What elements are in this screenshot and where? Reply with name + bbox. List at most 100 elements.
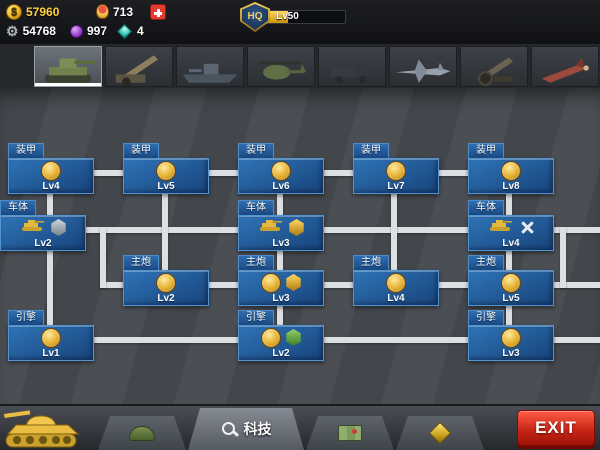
magnifier-icon	[221, 421, 238, 438]
tech-node-label: 装甲	[123, 143, 159, 158]
tech-node-label: 车体	[238, 200, 274, 215]
unit-tab-artillery[interactable]	[460, 46, 528, 87]
gold-amount: 57960	[26, 5, 60, 19]
gem-amount: 4	[137, 24, 144, 38]
medal-currency: 713	[96, 4, 133, 19]
tech-node-gun-lv5[interactable]: 主炮 Lv5	[468, 252, 554, 306]
tech-node-engine-lv1[interactable]: 引擎 Lv1	[8, 307, 94, 361]
unit-tab-helicopter[interactable]	[247, 46, 315, 87]
tech-node-gun-lv4[interactable]: 主炮 Lv4	[353, 252, 439, 306]
gem-currency: 4	[116, 23, 144, 39]
medal-icon	[96, 4, 109, 19]
tech-node-level: Lv5	[502, 293, 520, 304]
tech-node-armor-lv7[interactable]: 装甲 Lv7	[353, 140, 439, 194]
unit-tab-tank[interactable]	[34, 46, 102, 87]
swiss-flag-icon[interactable]	[150, 4, 166, 20]
orb-currency: 997	[70, 24, 107, 38]
tab-map[interactable]	[306, 416, 394, 450]
warship-icon	[182, 63, 238, 83]
tank-icon	[21, 220, 44, 231]
connector-line	[277, 170, 283, 343]
tech-node-label: 主炮	[468, 255, 504, 270]
tech-node-label: 引擎	[238, 310, 274, 325]
tech-node-level: Lv3	[272, 293, 290, 304]
tech-node-label: 装甲	[8, 143, 44, 158]
unit-tab-warship[interactable]	[176, 46, 244, 87]
tech-node-level: Lv2	[272, 348, 290, 359]
unit-tab-missile[interactable]	[531, 46, 599, 87]
medal-icon	[386, 161, 406, 181]
tech-node-gun-lv2[interactable]: 主炮 Lv2	[123, 252, 209, 306]
tech-node-label: 主炮	[123, 255, 159, 270]
tech-node-label: 车体	[468, 200, 504, 215]
tech-node-hull-lv3[interactable]: 车体 Lv3	[238, 197, 324, 251]
connector-line	[391, 170, 397, 288]
tab-army[interactable]	[98, 416, 186, 450]
tank-icon	[259, 220, 282, 231]
medal-amount: 713	[113, 4, 134, 19]
gear-icon: ⚙	[6, 23, 19, 39]
tab-technology[interactable]: 科技	[188, 408, 304, 450]
truck-icon	[330, 63, 369, 84]
unit-tab-fighter[interactable]	[389, 46, 457, 87]
crossed-tools-icon	[519, 219, 535, 236]
hexagon-emblem-icon	[286, 274, 301, 291]
tech-node-level: Lv4	[502, 238, 520, 249]
tech-node-level: Lv1	[42, 348, 60, 359]
connector-line	[162, 170, 168, 288]
tech-node-level: Lv4	[42, 181, 60, 192]
hq-level-widget[interactable]: Lv50 HQ	[240, 2, 360, 32]
unit-tab-howitzer[interactable]	[105, 46, 173, 87]
unit-tab-truck[interactable]	[318, 46, 386, 87]
hexagon-emblem-icon	[51, 219, 66, 236]
medal-icon	[260, 273, 281, 293]
tech-node-engine-lv2[interactable]: 引擎 Lv2	[238, 307, 324, 361]
tech-node-engine-lv3[interactable]: 引擎 Lv3	[468, 307, 554, 361]
tech-tree-area: 装甲 Lv4 装甲 Lv5 装甲 Lv6 装甲 Lv7 装甲 Lv8 车体	[0, 88, 600, 404]
tech-node-level: Lv3	[502, 348, 520, 359]
missile-icon	[541, 57, 589, 83]
tab-rewards[interactable]	[396, 416, 484, 450]
tech-node-hull-lv4[interactable]: 车体 Lv4	[468, 197, 554, 251]
orb-amount: 997	[87, 24, 108, 38]
tech-node-label: 车体	[0, 200, 36, 215]
tech-node-armor-lv8[interactable]: 装甲 Lv8	[468, 140, 554, 194]
medal-icon	[271, 161, 291, 181]
tech-node-level: Lv5	[157, 181, 175, 192]
gear-currency: ⚙ 54768	[6, 24, 56, 38]
tech-node-label: 引擎	[8, 310, 44, 325]
tech-node-level: Lv8	[502, 181, 520, 192]
tab-technology-label: 科技	[243, 421, 272, 437]
medal-icon	[156, 273, 176, 293]
fighter-jet-icon	[395, 59, 451, 83]
medal-icon	[501, 328, 521, 348]
hq-badge-icon: HQ	[240, 2, 270, 32]
tech-node-label: 主炮	[353, 255, 389, 270]
diamond-icon	[429, 422, 452, 445]
connector-line	[47, 170, 53, 343]
tech-node-level: Lv2	[157, 293, 175, 304]
tech-node-label: 装甲	[238, 143, 274, 158]
player-tank-icon[interactable]	[2, 400, 94, 450]
tech-node-hull-lv2[interactable]: 车体 Lv2	[0, 197, 86, 251]
tech-node-label: 引擎	[468, 310, 504, 325]
hexagon-emblem-icon	[289, 219, 304, 236]
tank-icon	[489, 220, 512, 231]
tank-icon	[44, 58, 96, 83]
exit-button[interactable]: EXIT	[517, 410, 595, 446]
tech-node-level: Lv4	[387, 293, 405, 304]
connector-line	[100, 282, 600, 288]
tech-node-gun-lv3[interactable]: 主炮 Lv3	[238, 252, 324, 306]
medal-icon	[386, 273, 406, 293]
top-bar: $ 57960 713 ⚙ 54768 997 4 Lv50 HQ	[0, 0, 600, 44]
purple-orb-icon	[70, 24, 83, 38]
tech-node-armor-lv4[interactable]: 装甲 Lv4	[8, 140, 94, 194]
tech-node-armor-lv6[interactable]: 装甲 Lv6	[238, 140, 324, 194]
tech-node-label: 装甲	[468, 143, 504, 158]
medal-icon	[41, 161, 61, 181]
medal-icon	[41, 328, 61, 348]
medal-icon	[260, 328, 281, 348]
tech-node-armor-lv5[interactable]: 装甲 Lv5	[123, 140, 209, 194]
hq-progress-bar	[260, 10, 346, 24]
